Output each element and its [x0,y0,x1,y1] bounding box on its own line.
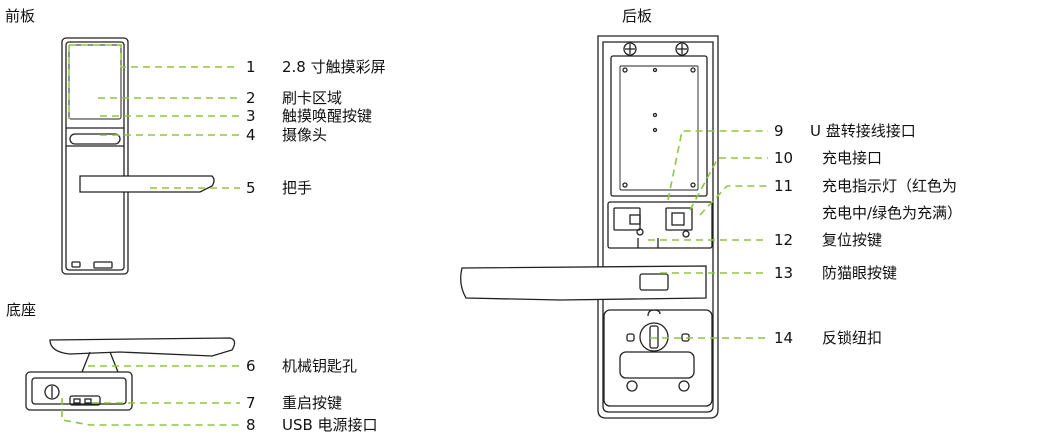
base-drawing [25,337,236,411]
callout-num-3: 3 [246,107,256,125]
callout-label-5: 把手 [282,179,313,197]
callout-num-8: 8 [246,416,256,434]
callout-num-9: 9 [774,122,784,140]
callout-label-14: 反锁纽扣 [822,329,883,347]
callout-num-1: 1 [246,58,256,76]
callout-num-5: 5 [246,179,256,197]
callout-num-10: 10 [774,149,794,167]
callout-num-11: 11 [774,177,794,195]
callout-label-12: 复位按键 [822,231,883,249]
back-panel-drawing [460,35,719,419]
callout-label-9: U 盘转接线接口 [810,122,916,140]
callout-num-2: 2 [246,89,256,107]
callout-num-7: 7 [246,394,256,412]
callout-label-2: 刷卡区域 [282,89,343,107]
callout-label-13: 防猫眼按键 [822,264,898,282]
callout-num-12: 12 [774,231,794,249]
section-back-title: 后板 [622,7,653,25]
callout-label-1: 2.8 寸触摸彩屏 [282,58,386,76]
callout-label-4: 摄像头 [282,126,328,144]
callout-num-14: 14 [774,329,794,347]
callout-label-3: 触摸唤醒按键 [282,107,373,125]
callout-num-6: 6 [246,357,256,375]
front-panel-drawing [61,37,215,275]
callout-line-1 [69,44,235,68]
callout-label-7: 重启按键 [282,394,343,412]
callout-label-11: 充电指示灯（红色为 [822,177,958,195]
callout-label-10: 充电接口 [822,149,883,167]
callout-line-8 [61,398,240,426]
callout-lines [61,44,768,426]
callout-num-4: 4 [246,126,256,144]
callout-num-13: 13 [774,264,794,282]
callout-label-8: USB 电源接口 [282,416,378,434]
section-base-title: 底座 [6,301,37,319]
callout-line-11 [699,185,768,216]
section-front-title: 前板 [5,7,36,25]
callout-label-6: 机械钥匙孔 [282,357,358,375]
callout-label-11-line2: 充电中/绿色为充满） [822,204,963,222]
